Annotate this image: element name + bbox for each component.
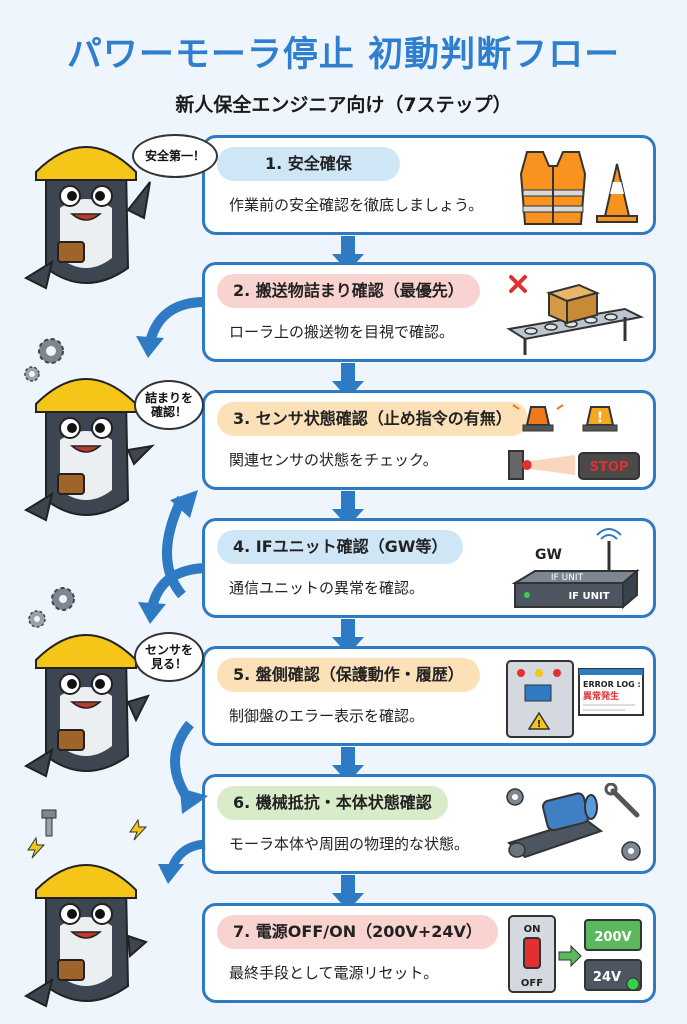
step-4-box: 4. IFユニット確認（GW等） 通信ユニットの異常を確認。 GW IF UNI…	[202, 518, 656, 618]
gear-icon	[51, 587, 75, 611]
bolt-icon	[41, 809, 57, 837]
lightning-icon	[27, 836, 46, 859]
side-arrow-left-icon	[158, 839, 206, 884]
shark-mascot-1	[23, 146, 151, 290]
gear-icon	[38, 338, 64, 364]
step-4-description: 通信ユニットの異常を確認。	[229, 579, 425, 597]
step-7-description: 最終手段として電源リセット。	[229, 964, 439, 982]
side-arrow-right-icon	[170, 720, 208, 814]
if-unit-top-label: IF UNIT	[551, 573, 584, 583]
step-3-label: 3. センサ状態確認（止め指令の有無）	[217, 402, 528, 436]
gear-icon	[28, 610, 46, 628]
switch-off-label: OFF	[521, 978, 543, 989]
lightning-icon	[129, 818, 148, 841]
flow-arrow-down-icon	[332, 875, 364, 911]
error-log-status: 異常発生	[583, 690, 619, 702]
step-5-box: 5. 盤側確認（保護動作・履歴） 制御盤のエラー表示を確認。 ! ERROR L…	[202, 646, 656, 746]
sensor-alarm-icon: ! STOP	[508, 404, 640, 480]
step-1-box: 1. 安全確保 作業前の安全確認を徹底しましょう。	[202, 135, 656, 235]
svg-text:!: !	[537, 719, 542, 730]
step-3-box: 3. センサ状態確認（止め指令の有無） 関連センサの状態をチェック。 ! STO…	[202, 390, 656, 490]
control-panel-error-log-icon: ! ERROR LOG : 異常発生	[506, 660, 644, 738]
power-switch-battery-icon: ON OFF 200V 24V	[508, 915, 642, 993]
step-7-box: 7. 電源OFF/ON（200V+24V） 最終手段として電源リセット。 ON …	[202, 903, 656, 1003]
step-2-label: 2. 搬送物詰まり確認（最優先）	[217, 274, 480, 308]
side-arrow-up-icon	[162, 490, 198, 599]
gear-icon	[24, 366, 40, 382]
safety-vest-cone-icon	[519, 151, 638, 225]
side-arrow-left-icon	[136, 297, 206, 358]
speech-bubble-3: センサを 見る！	[134, 632, 204, 682]
step-1-description: 作業前の安全確認を徹底しましょう。	[229, 196, 484, 214]
battery-24v-label: 24V	[593, 970, 621, 985]
conveyor-box-icon	[506, 275, 645, 355]
step-5-label: 5. 盤側確認（保護動作・履歴）	[217, 658, 480, 692]
step-5-description: 制御盤のエラー表示を確認。	[229, 707, 425, 725]
shark-mascot-3	[23, 634, 150, 778]
gw-label: GW	[535, 547, 562, 563]
step-6-box: 6. 機械抵抗・本体状態確認 モーラ本体や周囲の物理的な状態。	[202, 774, 656, 874]
step-6-description: モーラ本体や周囲の物理的な状態。	[229, 835, 470, 853]
page-title: パワーモーラ停止 初動判断フロー	[66, 35, 621, 75]
error-log-title: ERROR LOG :	[583, 680, 641, 689]
shark-mascot-4	[23, 864, 148, 1008]
shark-mascot-2	[23, 378, 155, 522]
speech-bubble-2: 詰まりを 確認！	[134, 380, 204, 430]
step-2-box: 2. 搬送物詰まり確認（最優先） ローラ上の搬送物を目視で確認。	[202, 262, 656, 362]
speech-bubble-1: 安全第一！	[132, 134, 218, 178]
step-1-label: 1. 安全確保	[217, 147, 400, 181]
svg-text:!: !	[597, 410, 603, 426]
page-subtitle: 新人保全エンジニア向け（7ステップ）	[175, 94, 512, 116]
stop-sign-label: STOP	[590, 460, 629, 475]
motor-conveyor-gear-icon	[506, 783, 641, 861]
battery-200v-label: 200V	[594, 930, 631, 945]
step-3-description: 関連センサの状態をチェック。	[229, 451, 438, 469]
step-7-label: 7. 電源OFF/ON（200V+24V）	[217, 915, 498, 949]
step-2-description: ローラ上の搬送物を目視で確認。	[229, 323, 455, 341]
step-4-label: 4. IFユニット確認（GW等）	[217, 530, 464, 564]
step-6-label: 6. 機械抵抗・本体状態確認	[217, 786, 448, 820]
switch-on-label: ON	[524, 924, 541, 935]
side-arrow-left-icon	[138, 563, 206, 624]
if-unit-gateway-icon: GW IF UNIT IF UNIT	[511, 528, 640, 610]
if-unit-front-label: IF UNIT	[568, 591, 609, 602]
